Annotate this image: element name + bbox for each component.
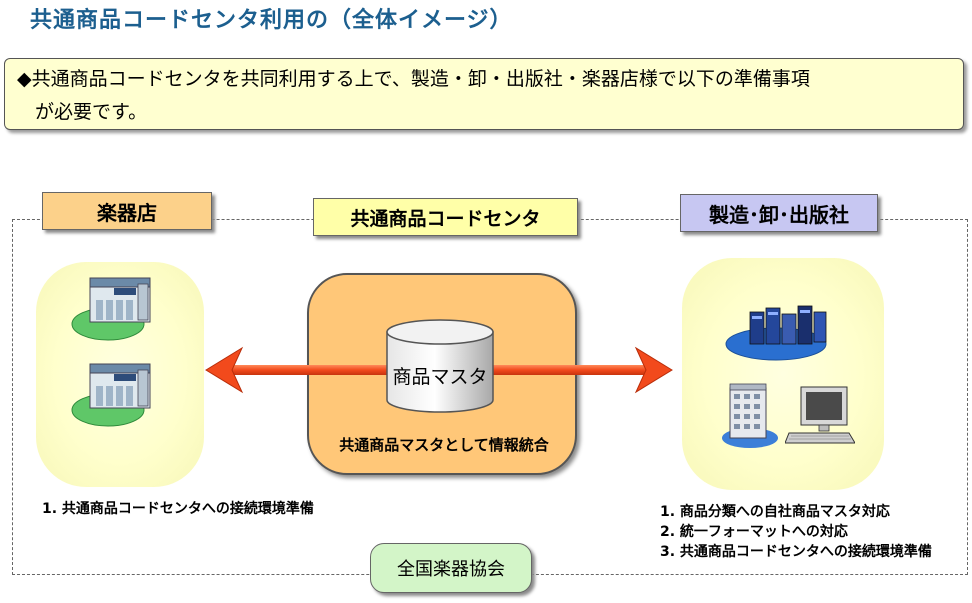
store-task-list: 1. 共通商品コードセンタへの接続環境準備	[42, 498, 314, 518]
intro-line-1: ◆共通商品コードセンタを共同利用する上で、製造・卸・出版社・楽器店様で以下の準備…	[17, 68, 810, 90]
office-building-icon	[722, 383, 778, 448]
maker-task-1: 1. 商品分類への自社商品マスタ対応	[660, 504, 890, 520]
database-label: 商品マスタ	[392, 366, 488, 388]
maker-task-3: 3. 共通商品コードセンタへの接続環境準備	[660, 544, 932, 560]
intro-line-2: が必要です。	[35, 101, 148, 123]
database-cylinder-icon	[386, 319, 494, 413]
maker-task-2: 2. 統一フォーマットへの対応	[660, 524, 848, 540]
server-rack-icon	[725, 305, 827, 361]
maker-label: 製造･卸･出版社	[680, 194, 878, 232]
desktop-computer-icon	[785, 386, 855, 444]
intro-notice: ◆共通商品コードセンタを共同利用する上で、製造・卸・出版社・楽器店様で以下の準備…	[4, 58, 964, 130]
store-terminal-icon	[71, 277, 151, 341]
center-caption: 共通商品マスタとして情報統合	[339, 436, 549, 454]
maker-task-list: 1. 商品分類への自社商品マスタ対応 2. 統一フォーマットへの対応 3. 共通…	[660, 502, 932, 562]
store-task-1: 1. 共通商品コードセンタへの接続環境準備	[42, 501, 314, 517]
page-title: 共通商品コードセンタ利用の（全体イメージ）	[30, 8, 513, 33]
center-label: 共通商品コードセンタ	[313, 198, 578, 236]
maker-area	[682, 258, 884, 490]
store-terminal-icon	[71, 363, 151, 427]
store-label: 楽器店	[42, 192, 212, 230]
association-label: 全国楽器協会	[370, 543, 532, 593]
